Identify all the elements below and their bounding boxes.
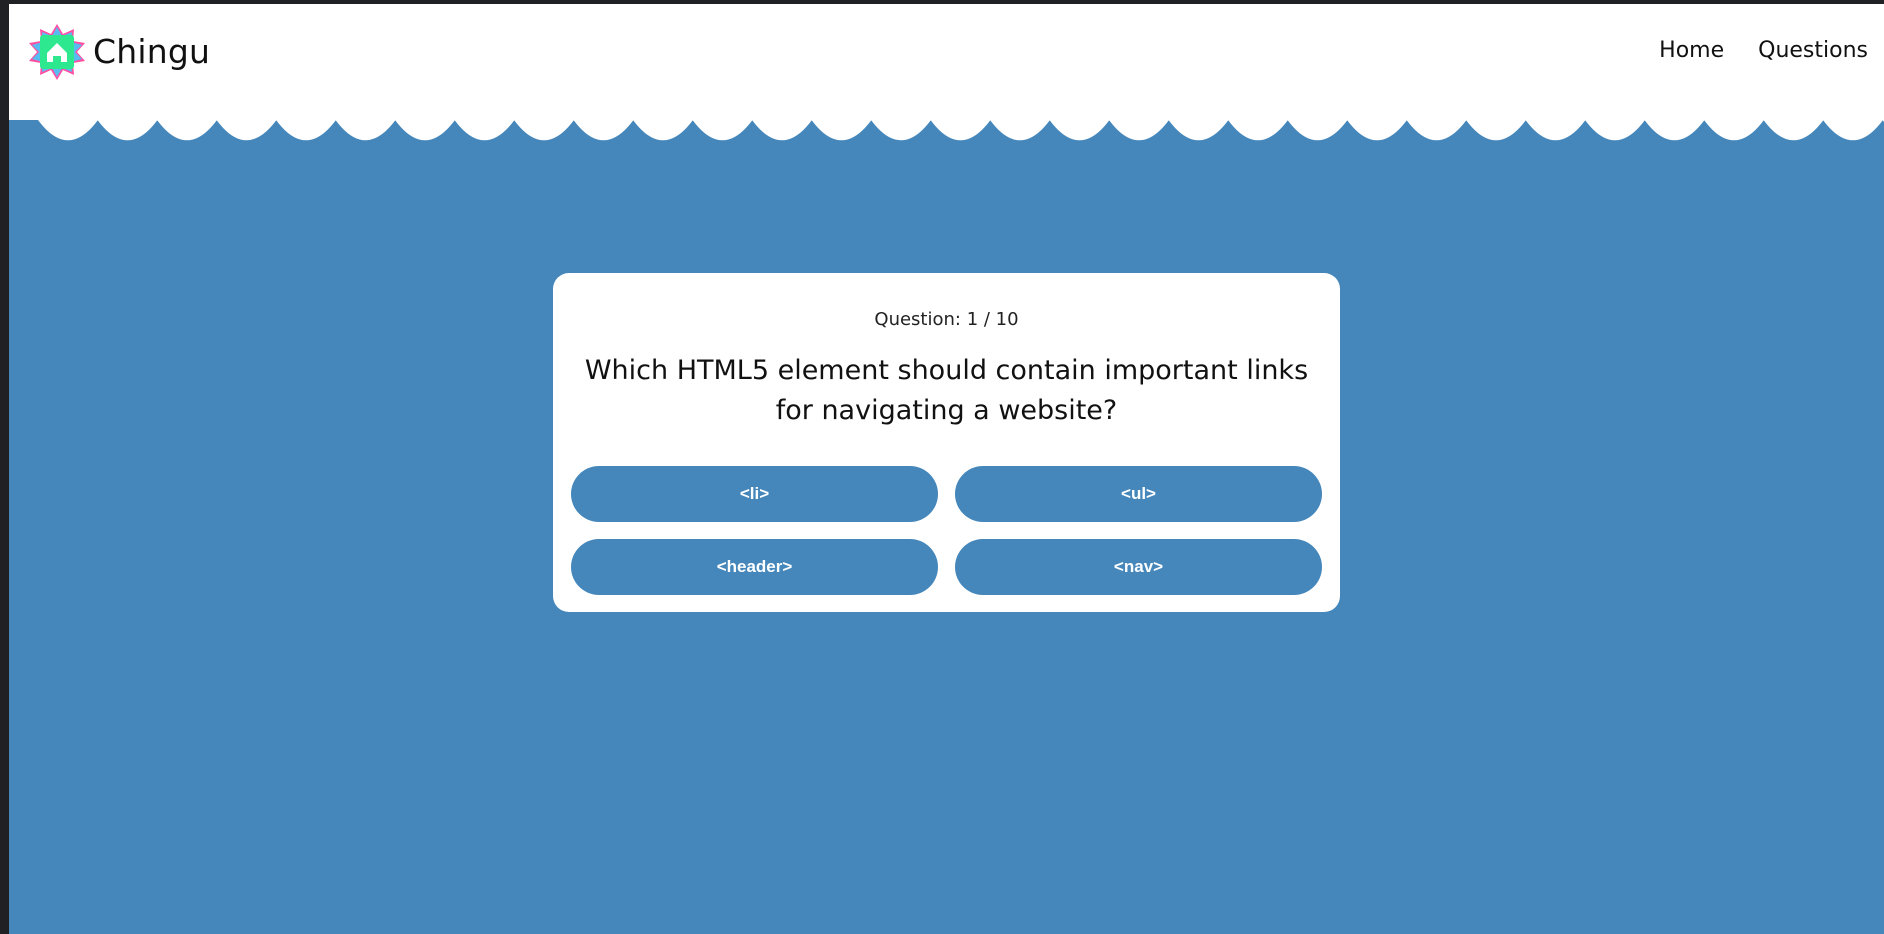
question-counter: Question: 1 / 10 [874, 309, 1019, 330]
question-card: Question: 1 / 10 Which HTML5 element sho… [553, 273, 1340, 612]
answer-button-ul[interactable]: <ul> [955, 466, 1322, 522]
answer-button-header[interactable]: <header> [571, 539, 938, 595]
app-viewport: Chingu Home Questions Question: 1 / 10 W… [9, 4, 1884, 934]
main-nav: Home Questions [1659, 38, 1868, 63]
brand-name: Chingu [93, 32, 211, 71]
answer-button-li[interactable]: <li> [571, 466, 938, 522]
answer-grid: <li> <ul> <header> <nav> [571, 466, 1322, 595]
site-header: Chingu Home Questions [9, 4, 1884, 116]
scalloped-divider [9, 116, 1884, 141]
house-star-icon[interactable] [27, 22, 87, 82]
nav-home-link[interactable]: Home [1659, 38, 1725, 63]
answer-button-nav[interactable]: <nav> [955, 539, 1322, 595]
nav-questions-link[interactable]: Questions [1758, 38, 1868, 63]
question-text: Which HTML5 element should contain impor… [584, 355, 1309, 426]
